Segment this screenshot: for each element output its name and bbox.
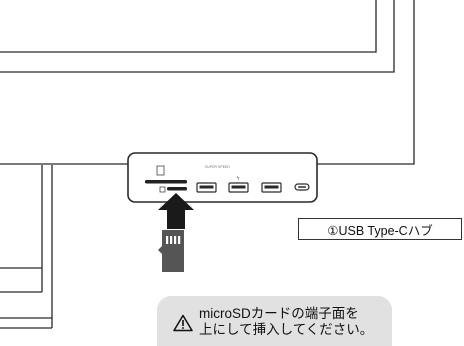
microsd-icon [159, 186, 166, 193]
hub-callout-label: ①USB Type-Cハブ [327, 223, 433, 238]
usb-type-c-hub: SUPER SPEED ϟ [127, 152, 318, 203]
charge-icon: ϟ [236, 176, 239, 182]
hub-callout-box: ①USB Type-Cハブ [298, 218, 462, 240]
monitor-stand [0, 165, 53, 329]
warning-notice-text: microSDカードの端子面を 上にして挿入してください。 [199, 306, 373, 338]
monitor-bezel-edge [0, 0, 395, 73]
warning-notice: microSDカードの端子面を 上にして挿入してください。 [157, 296, 392, 346]
insert-arrow [158, 193, 194, 229]
usb-c-port [294, 183, 310, 191]
sd-card-slot [145, 165, 187, 184]
microsd-card [158, 230, 184, 272]
monitor-frame [0, 0, 415, 165]
usb-a-port-3 [261, 182, 282, 193]
monitor-bottom-edge [0, 0, 415, 165]
warning-line-1: microSDカードの端子面を [199, 306, 359, 321]
microsd-slot [159, 186, 187, 193]
hub-printed-label: SUPER SPEED [205, 165, 230, 169]
sd-card-icon [156, 165, 165, 176]
monitor-screen-edge [0, 0, 377, 53]
warning-line-2: 上にして挿入してください。 [199, 322, 374, 337]
usb-a-port-1 [196, 182, 217, 193]
usb-a-port-2: ϟ [228, 176, 249, 193]
warning-triangle-icon [173, 314, 193, 332]
hub-body [127, 152, 318, 203]
